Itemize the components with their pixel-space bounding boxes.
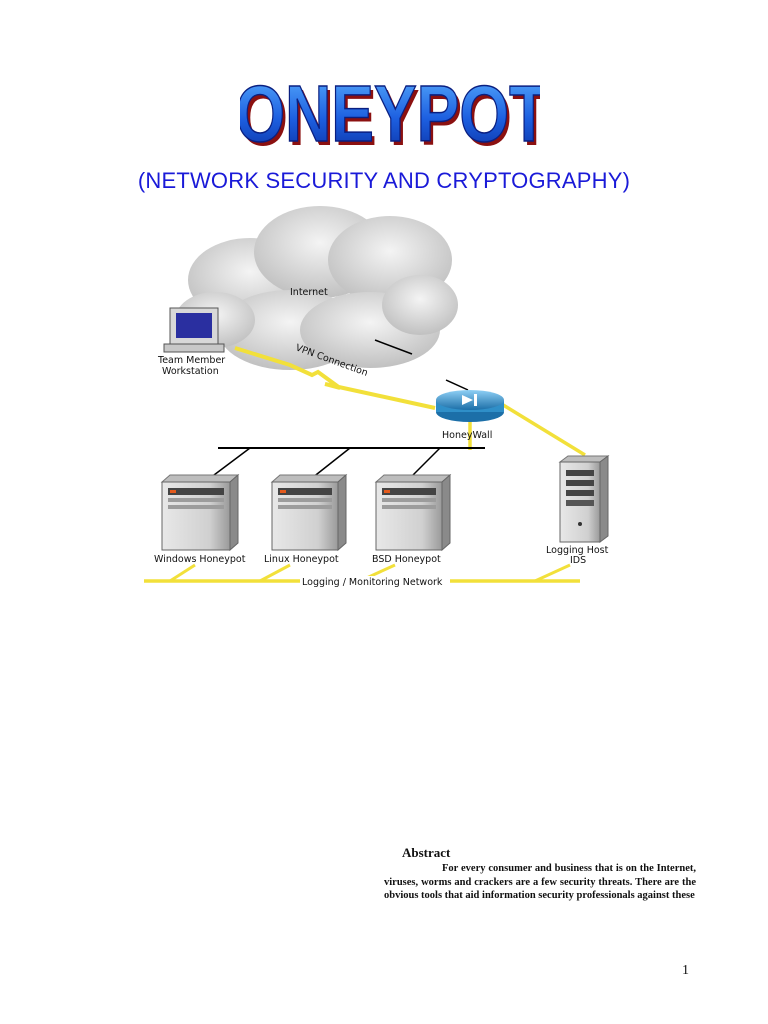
bsd-server-icon	[374, 473, 452, 552]
honeywall-router-icon	[436, 390, 504, 422]
logging-host-label-1: Logging Host	[546, 545, 609, 556]
router-logging-link	[494, 398, 586, 457]
bsd-honeypot-label: BSD Honeypot	[372, 554, 441, 565]
cloud-link-line	[374, 339, 413, 355]
windows-honeypot-label: Windows Honeypot	[154, 554, 246, 565]
internet-label: Internet	[290, 287, 328, 298]
router-antenna-line	[445, 379, 469, 391]
windows-monitor-link	[169, 563, 196, 583]
logging-monitor-link	[534, 563, 571, 583]
network-diagram: Internet Team Member Workstation VPN Con…	[144, 206, 610, 588]
workstation-label-1: Team Member	[157, 355, 225, 366]
abstract-heading: Abstract	[402, 845, 451, 860]
windows-server-icon	[160, 473, 240, 552]
monitoring-network-label: Logging / Monitoring Network	[302, 577, 443, 588]
logging-host-tower-icon	[558, 455, 610, 543]
network-label-backdrop	[300, 576, 450, 588]
workstation-label-2: Workstation	[162, 366, 219, 377]
windows-bus-link	[209, 447, 251, 479]
honeywall-label: HoneyWall	[442, 430, 492, 441]
logging-host-label-2: IDS	[570, 555, 586, 566]
bsd-bus-link	[409, 447, 441, 479]
abstract-section: Abstract For every consumer and business…	[384, 846, 696, 903]
title-shadow: HONEYPOTS	[240, 73, 540, 160]
linux-monitor-link	[259, 563, 291, 583]
vpn-lightning	[234, 346, 436, 410]
linux-honeypot-label: Linux Honeypot	[264, 554, 339, 565]
internet-cloud	[175, 206, 458, 370]
title-wordart: HONEYPOTS HONEYPOTS	[240, 69, 540, 160]
linux-bus-link	[311, 447, 351, 479]
page-title: HONEYPOTS	[240, 69, 540, 158]
workstation-icon	[163, 307, 225, 353]
abstract-body: For every consumer and business that is …	[384, 862, 696, 902]
page-number: 1	[682, 963, 689, 978]
linux-server-icon	[270, 473, 348, 552]
subtitle: (NETWORK SECURITY AND CRYPTOGRAPHY)	[137, 168, 631, 193]
